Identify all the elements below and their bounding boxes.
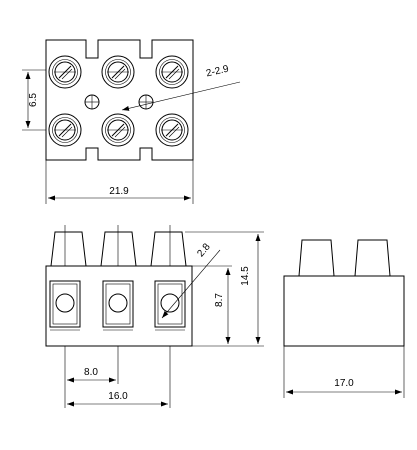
- front-hole-label: 2.8: [195, 241, 213, 259]
- front-view-base: [45, 265, 193, 347]
- top-width-label: 21.9: [109, 186, 129, 197]
- total-height-label: 14.5: [240, 266, 251, 286]
- front-pitch-dimension: 8.0: [64, 346, 119, 408]
- screw-head-icon: [48, 113, 82, 147]
- screw-head-icon: [155, 55, 189, 89]
- front-view-hood-1: [50, 231, 87, 267]
- top-height-label: 6.5: [28, 93, 39, 107]
- front-body-height-dimension: 8.7: [192, 265, 264, 347]
- hole-spec-label: 2-2.9: [205, 64, 230, 80]
- screw-head-icon: [101, 113, 135, 147]
- screw-head-icon: [48, 55, 82, 89]
- port-opening: [102, 280, 134, 331]
- side-view: [283, 239, 405, 347]
- side-depth-label: 17.0: [334, 378, 354, 389]
- side-depth-dimension: 17.0: [283, 346, 405, 398]
- top-width-dimension: 21.9: [45, 160, 194, 204]
- mounting-hole-left: [84, 94, 100, 110]
- front-view-hood-3: [150, 231, 187, 267]
- top-view: [45, 39, 194, 161]
- total-height-dimension: 14.5: [185, 231, 264, 344]
- front-pitch-label: 8.0: [84, 367, 98, 378]
- front-view: [45, 225, 193, 347]
- top-screws: [48, 55, 189, 147]
- side-view-hood-right: [354, 239, 391, 277]
- mounting-hole-right: [138, 94, 154, 110]
- front-ports: [49, 280, 186, 331]
- front-view-hood-2: [100, 231, 137, 267]
- top-height-dimension: 6.5: [22, 69, 46, 131]
- side-view-base: [283, 275, 405, 347]
- front-span-dimension: 16.0: [67, 346, 171, 408]
- port-opening: [154, 280, 186, 331]
- side-view-hood-left: [298, 239, 335, 277]
- screw-head-icon: [155, 113, 189, 147]
- front-body-height-label: 8.7: [214, 293, 225, 307]
- port-opening: [49, 280, 81, 331]
- hole-spec-dimension: 2-2.9: [121, 64, 241, 111]
- front-span-label: 16.0: [108, 391, 128, 402]
- screw-head-icon: [101, 55, 135, 89]
